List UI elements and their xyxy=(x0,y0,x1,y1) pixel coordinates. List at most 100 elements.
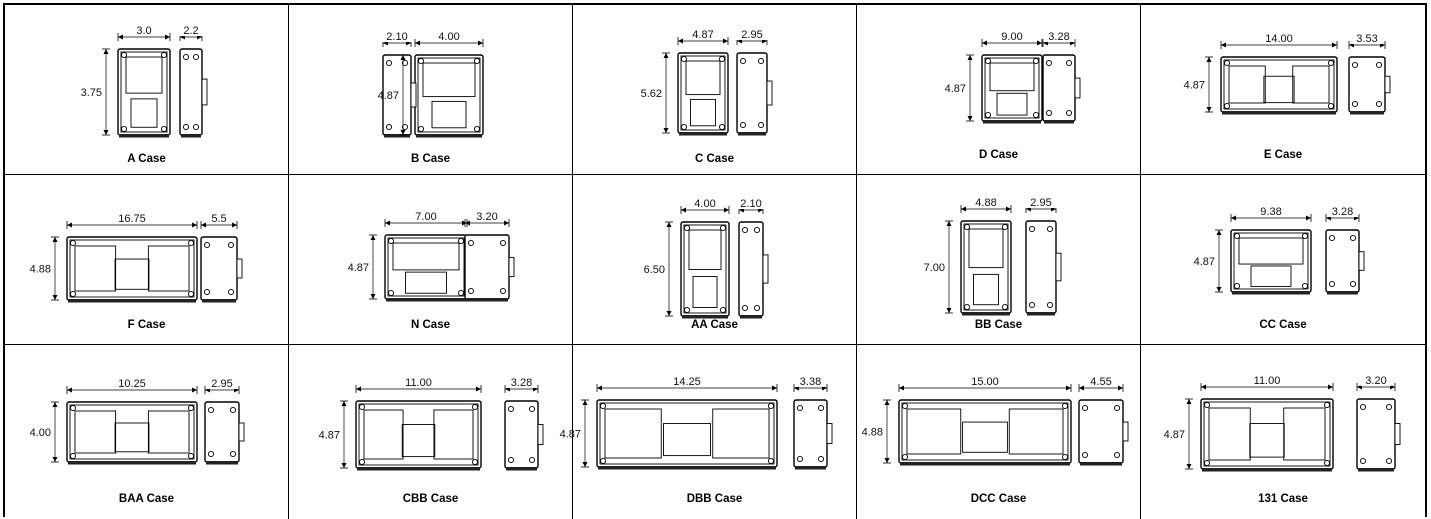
side-view xyxy=(464,234,515,302)
height-dimension: 4.87 xyxy=(1194,256,1215,268)
height-dimension: 4.88 xyxy=(862,427,883,439)
case-label: DBB Case xyxy=(686,493,743,505)
front-width-dimension: 11.00 xyxy=(1254,375,1281,387)
front-width-dimension: 11.00 xyxy=(405,377,432,389)
front-width-dimension: 15.00 xyxy=(971,376,999,388)
front-view xyxy=(1200,398,1334,472)
front-width-dimension: 14.00 xyxy=(1265,33,1293,45)
case-label: BB Case xyxy=(974,319,1023,331)
side-width-dimension: 3.20 xyxy=(1365,375,1386,387)
height-dimension: 5.62 xyxy=(641,88,662,100)
case-cell: 7.00 3.20 4.87 N Case xyxy=(289,175,573,345)
case-drawing: 9.38 3.28 4.87 xyxy=(1194,205,1365,295)
side-view xyxy=(1042,54,1081,124)
front-view xyxy=(677,52,729,136)
front-width-dimension: 9.00 xyxy=(1001,31,1022,43)
side-view xyxy=(738,221,769,319)
case-label: A Case xyxy=(127,153,166,165)
front-view xyxy=(414,54,484,138)
case-drawing: 11.00 3.28 4.87 xyxy=(319,376,544,471)
front-view xyxy=(1230,229,1312,295)
height-dimension: 7.00 xyxy=(924,262,945,274)
case-drawing: 4.88 2.95 7.00 xyxy=(924,196,1062,316)
case-drawing: 11.00 3.20 4.87 xyxy=(1164,374,1401,472)
case-drawing: 10.25 2.95 4.00 xyxy=(30,377,245,465)
front-width-dimension: 9.38 xyxy=(1260,206,1281,218)
front-width-dimension: 14.25 xyxy=(673,376,701,388)
case-label: 131 Case xyxy=(1258,493,1308,505)
height-dimension: 4.00 xyxy=(30,427,51,439)
case-label: DCC Case xyxy=(970,493,1027,505)
side-view xyxy=(1025,220,1062,316)
side-view xyxy=(1348,56,1391,115)
side-view xyxy=(1078,399,1129,466)
height-dimension: 4.88 xyxy=(30,264,51,276)
side-width-dimension: 2.95 xyxy=(211,378,232,390)
side-width-dimension: 5.5 xyxy=(211,213,226,225)
side-view xyxy=(736,52,773,136)
front-view xyxy=(355,400,482,471)
case-cell: 9.38 3.28 4.87 CC Case xyxy=(1141,175,1425,345)
side-width-dimension: 2.95 xyxy=(1030,197,1051,209)
case-drawing: 16.75 5.5 4.88 xyxy=(30,212,243,303)
front-width-dimension: 4.87 xyxy=(692,29,713,41)
height-dimension: 6.50 xyxy=(644,264,665,276)
side-view xyxy=(1356,398,1401,472)
height-dimension: 4.87 xyxy=(1164,429,1185,441)
side-width-dimension: 3.20 xyxy=(476,211,497,223)
height-dimension: 4.87 xyxy=(348,262,369,274)
front-width-dimension: 7.00 xyxy=(415,211,436,223)
side-width-dimension: 3.28 xyxy=(511,377,532,389)
front-view xyxy=(117,48,171,138)
front-view xyxy=(898,399,1072,466)
front-width-dimension: 3.0 xyxy=(136,25,151,37)
case-cell: 4.87 2.95 5.62 C Case xyxy=(573,5,857,175)
case-label: F Case xyxy=(127,319,166,331)
case-drawing: 4.87 2.95 5.62 xyxy=(641,28,773,136)
side-view xyxy=(204,401,245,465)
side-view xyxy=(504,400,544,471)
front-width-dimension: 10.25 xyxy=(118,378,146,390)
height-dimension: 4.87 xyxy=(319,430,340,442)
case-cell: 16.75 5.5 4.88 F Case xyxy=(5,175,289,345)
case-label: E Case xyxy=(1263,149,1303,161)
side-view xyxy=(382,54,417,138)
front-view xyxy=(680,221,730,319)
height-dimension: 3.75 xyxy=(81,87,102,99)
side-width-dimension: 2.10 xyxy=(386,31,407,43)
case-cell: 11.00 3.20 4.87 131 Case xyxy=(1141,345,1425,519)
height-dimension: 4.87 xyxy=(945,83,966,95)
case-label: N Case xyxy=(411,319,450,331)
case-label: CC Case xyxy=(1259,319,1307,331)
front-view xyxy=(66,236,198,303)
front-width-dimension: 4.00 xyxy=(438,31,459,43)
side-width-dimension: 2.95 xyxy=(741,29,762,41)
side-width-dimension: 3.28 xyxy=(1048,31,1069,43)
front-width-dimension: 16.75 xyxy=(118,213,146,225)
case-drawing: 4.002.104.87 xyxy=(378,30,484,138)
front-view xyxy=(66,401,198,465)
case-label: B Case xyxy=(411,153,450,165)
front-width-dimension: 4.88 xyxy=(975,197,996,209)
front-view xyxy=(384,234,468,302)
height-dimension: 4.87 xyxy=(1184,80,1205,92)
case-label: D Case xyxy=(979,149,1018,161)
case-cell: 4.88 2.95 7.00 BB Case xyxy=(857,175,1141,345)
side-view xyxy=(200,236,243,303)
side-width-dimension: 3.28 xyxy=(1332,206,1353,218)
case-label: C Case xyxy=(695,153,734,165)
height-dimension: 4.87 xyxy=(560,429,581,441)
